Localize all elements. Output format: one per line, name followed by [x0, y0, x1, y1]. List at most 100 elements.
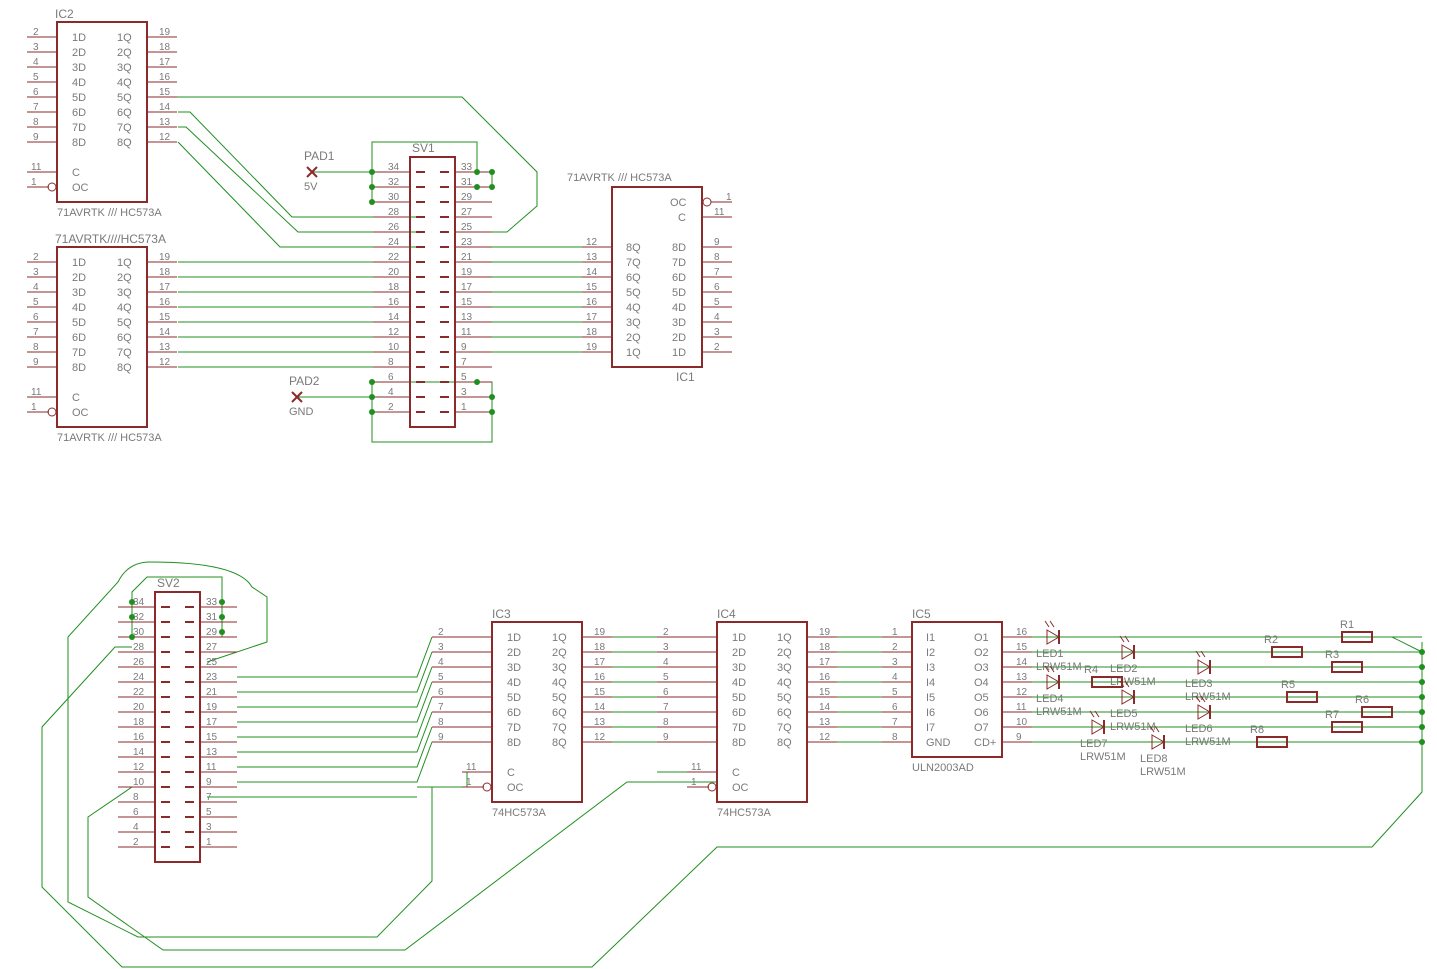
pin-number: 16: [388, 297, 400, 308]
resistor-body: [1091, 676, 1123, 688]
led-value: LRW51M: [1036, 706, 1082, 718]
pin-label: 3Q: [552, 662, 567, 674]
pin-label: 1Q: [552, 632, 567, 644]
pin-label: I7: [926, 722, 935, 734]
pin-label: CD+: [974, 737, 996, 749]
pin-number: 6: [33, 87, 39, 98]
inverting-bubble: [702, 197, 712, 207]
pin-label: 3D: [507, 662, 521, 674]
inverting-bubble: [482, 782, 492, 792]
junction-dot: [489, 394, 495, 400]
pin-number: 6: [714, 282, 720, 293]
junction-dot: [1419, 664, 1425, 670]
pin-label: 1Q: [777, 632, 792, 644]
pin-number: 3: [438, 642, 444, 653]
pin-label: 5Q: [117, 92, 132, 104]
pin-label: 4Q: [626, 302, 641, 314]
pin-number: 21: [206, 687, 218, 698]
junction-dot: [369, 184, 375, 190]
resistor-body: [1331, 661, 1363, 673]
pin-label: C: [678, 212, 686, 224]
junction-dots: [129, 169, 1425, 745]
pin-number: 11: [31, 387, 42, 398]
resistor-r5: R5: [1281, 679, 1318, 703]
led-value: LRW51M: [1110, 721, 1156, 733]
led-name: LED3: [1185, 678, 1213, 690]
pin-label: 7Q: [117, 122, 132, 134]
pin-label: 1Q: [117, 257, 132, 269]
pin-number: 18: [594, 642, 606, 653]
pin-label: OC: [507, 782, 524, 794]
pin-number: 20: [388, 267, 400, 278]
pin-number: 9: [461, 342, 467, 353]
pin-label: 8Q: [117, 137, 132, 149]
pin-number: 15: [461, 297, 473, 308]
inverting-bubble: [47, 407, 57, 417]
pin-number: 25: [461, 222, 473, 233]
pin-number: 22: [133, 687, 145, 698]
resistor-body: [1286, 691, 1318, 703]
pin-number: 9: [33, 132, 39, 143]
pin-number: 2: [663, 627, 669, 638]
pin-number: 9: [663, 732, 669, 743]
pin-number: 12: [819, 732, 831, 743]
pin-label: 2Q: [117, 272, 132, 284]
pin-number: 26: [133, 657, 145, 668]
pin-number: 12: [159, 357, 171, 368]
pin-label: C: [507, 767, 515, 779]
pad-value: 5V: [304, 181, 318, 193]
resistor-r6: R6: [1355, 694, 1393, 718]
pin-number: 19: [586, 342, 598, 353]
pin-number: 17: [461, 282, 473, 293]
driver-value: ULN2003AD: [912, 762, 974, 774]
pin-number: 3: [663, 642, 669, 653]
pin-label: 1D: [72, 32, 86, 44]
latch-name: IC4: [717, 607, 736, 621]
led-diode-icon: [1151, 734, 1165, 750]
pin-number: 14: [594, 702, 606, 713]
pin-label: I3: [926, 662, 935, 674]
pin-label: 1D: [672, 347, 686, 359]
pin-label: 4D: [72, 77, 86, 89]
pin-number: 19: [594, 627, 606, 638]
pin-label: 3D: [72, 287, 86, 299]
pin-number: 10: [1016, 717, 1028, 728]
pin-number: 3: [33, 267, 39, 278]
pin-number: 27: [206, 642, 218, 653]
pin-number: 24: [388, 237, 400, 248]
pin-number: 8: [438, 717, 444, 728]
pin-label: 2Q: [777, 647, 792, 659]
junction-dot: [369, 394, 375, 400]
pin-number: 14: [159, 102, 171, 113]
pin-label: O7: [974, 722, 989, 734]
pin-number: 1: [461, 402, 467, 413]
pin-number: 14: [819, 702, 831, 713]
pin-number: 16: [159, 72, 171, 83]
pin-number: 14: [1016, 657, 1028, 668]
pin-label: 7Q: [552, 722, 567, 734]
pin-number: 15: [586, 282, 598, 293]
pin-number: 6: [388, 372, 394, 383]
routing-wires: [41, 96, 1423, 968]
pin-number: 8: [33, 117, 39, 128]
latch-body: [56, 246, 148, 428]
pin-number: 19: [159, 27, 171, 38]
pin-number: 17: [594, 657, 606, 668]
pad-value: GND: [289, 406, 314, 418]
led-diode-icon: [1121, 644, 1135, 660]
latch-body: [56, 21, 148, 203]
pin-number: 2: [892, 642, 898, 653]
junction-dot: [489, 409, 495, 415]
pin-label: OC: [72, 182, 89, 194]
junction-dot: [474, 379, 480, 385]
pin-number: 18: [159, 267, 171, 278]
pin-label: 2D: [732, 647, 746, 659]
resistor-name: R2: [1264, 634, 1278, 646]
pin-label: 6D: [72, 332, 86, 344]
pin-number: 9: [206, 777, 212, 788]
pad-cross-icon: [306, 166, 318, 178]
pin-number: 9: [714, 237, 720, 248]
